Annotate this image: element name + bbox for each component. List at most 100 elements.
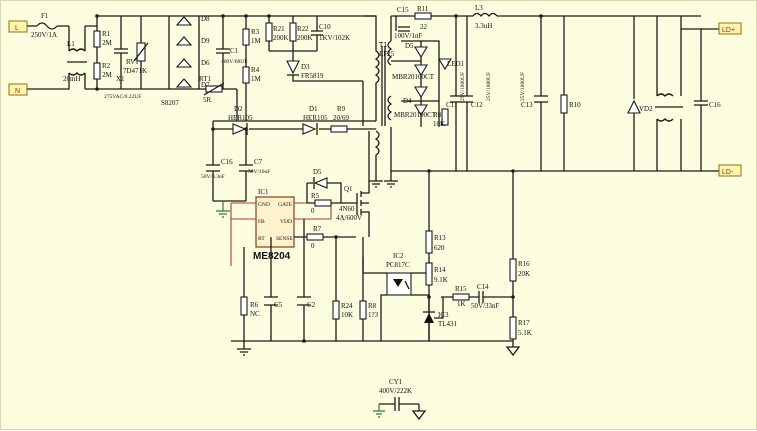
r6-ref: R6 — [250, 301, 259, 309]
c1-value: 400V/68UF — [221, 59, 247, 65]
thermistor-rt1: RT1 5R — [199, 75, 237, 104]
terminal-l-label: L — [15, 25, 19, 32]
d5-upper — [414, 46, 428, 59]
resistor-r6: R6 NC — [240, 296, 260, 318]
r17-ref: R17 — [518, 319, 530, 327]
d9-ref: D9 — [201, 37, 210, 45]
d2-ref: D2 — [234, 105, 243, 113]
q1-ref: Q1 — [344, 185, 353, 193]
c13-value: 25V/1000UF — [520, 72, 526, 101]
rt1-ref: RT1 — [199, 75, 212, 83]
l3-value: 3.3uH — [475, 22, 492, 30]
diode-d4-mbr: D4 MBR20100CT — [394, 86, 437, 119]
varistor-rv1: RV1 7D471K — [123, 16, 149, 89]
rv1-ref: RV1 — [126, 58, 139, 66]
c12-value: 25V/1000UF — [486, 72, 492, 101]
junction — [427, 295, 431, 299]
d4-value: MBR20100CT — [394, 111, 437, 119]
d3-body — [286, 60, 300, 75]
ld-pos-label: LD+ — [722, 27, 735, 34]
r17-body — [509, 316, 517, 340]
diode-d2: D2 HER105 — [228, 105, 253, 135]
r24-body — [332, 300, 340, 320]
resistor-r11: R11 22 — [414, 5, 432, 31]
c10-value: 1KV/102K — [319, 34, 350, 42]
r13-ref: R13 — [434, 234, 446, 242]
choke-coils — [68, 26, 86, 89]
r24-value: 10K — [341, 311, 353, 319]
ic3-leads — [428, 297, 444, 341]
r14-body — [425, 262, 433, 286]
bridge-rectifier: D8 D9 D6 D7 S8207 — [161, 15, 210, 107]
r13-body — [425, 230, 433, 254]
diode-d3: D3 FR5819 — [286, 60, 324, 80]
r21-value: 200K — [273, 34, 289, 42]
vdd-ground — [216, 201, 230, 218]
c14-plates — [478, 291, 493, 303]
controller-ic1: IC1 GND GATE FB VDD RT SENSE ME8204 — [253, 188, 295, 262]
r3-value: 1M — [251, 37, 262, 45]
d1-body — [302, 123, 317, 135]
resistor-r3: R3 1M — [242, 16, 262, 121]
junction-dots — [95, 14, 543, 343]
tvs-vd2: VD2 — [627, 16, 653, 171]
vd2-ref: VD2 — [639, 105, 653, 113]
output-return — [390, 127, 701, 172]
aux-feed-wires — [212, 121, 376, 131]
choke-ref: L1 — [67, 40, 75, 48]
resistor-r14: R14 9.1K — [425, 262, 448, 286]
fuse-f1: F1 250V/1A — [31, 12, 58, 39]
junction — [427, 169, 431, 173]
junction — [95, 14, 99, 18]
rv1-value: 7D471K — [123, 67, 147, 75]
fuse-symbol — [36, 22, 58, 30]
c1-symbol — [216, 16, 230, 89]
ic2-ref: IC2 — [393, 252, 404, 260]
diode-d7 — [175, 78, 193, 88]
cy1-ground-primary — [373, 404, 385, 418]
q1-symbol — [351, 131, 370, 237]
r11-value: 22 — [420, 23, 428, 31]
c7-value: 50V/10uF — [248, 169, 270, 175]
cy1-symbol — [379, 397, 419, 411]
output-leads — [701, 28, 719, 172]
d1-ref: D1 — [309, 105, 318, 113]
r15-ref: R15 — [455, 285, 467, 293]
vd2-body — [627, 99, 641, 114]
resistor-r5: R5 0 — [307, 192, 351, 215]
diode-d5-gate: D5 — [306, 168, 342, 203]
capacitor-c12: C12 25V/1000UF — [461, 72, 492, 109]
diode-d6 — [175, 58, 193, 68]
d2-body — [232, 123, 247, 135]
resistor-r22: R22 200K — [289, 22, 313, 42]
resistor-r7: R7 0 — [306, 225, 324, 250]
terminal-ld-pos: LD+ — [718, 22, 742, 35]
ic2-led — [393, 279, 403, 287]
c7-plates — [239, 164, 253, 172]
capacitor-c5: C5 — [264, 296, 283, 309]
r10-ref: R10 — [569, 101, 581, 109]
r4-value: 1M — [251, 75, 262, 83]
diode-d1: D1 HER105 — [302, 105, 328, 135]
c15-value: 100V/1nF — [394, 32, 423, 40]
terminal-n: N — [8, 83, 28, 96]
ic1-pin-gate: GATE — [278, 202, 293, 208]
q1-value2: 4A/600V — [336, 214, 362, 222]
cy1-value: 400V/222K — [379, 387, 412, 395]
ic1-pin-gnd: GND — [258, 202, 270, 208]
terminal-ld-neg: LD- — [718, 164, 742, 177]
d5-ref: D5 — [313, 168, 322, 176]
junction — [454, 14, 458, 18]
t1-aux — [374, 130, 380, 171]
q1-value1: 4N60 — [339, 205, 355, 213]
c10-plates — [311, 30, 323, 36]
c14-ref: C14 — [477, 283, 489, 291]
ic3-body — [424, 313, 434, 323]
r13-value: 620 — [434, 244, 445, 252]
r11-ref: R11 — [417, 5, 429, 13]
c7-ref: C7 — [254, 158, 263, 166]
c1-ref: C1 — [230, 47, 239, 55]
c11-plates — [450, 95, 462, 103]
ic2-value: PC817C — [386, 261, 410, 269]
r24-ref: R24 — [341, 302, 353, 310]
